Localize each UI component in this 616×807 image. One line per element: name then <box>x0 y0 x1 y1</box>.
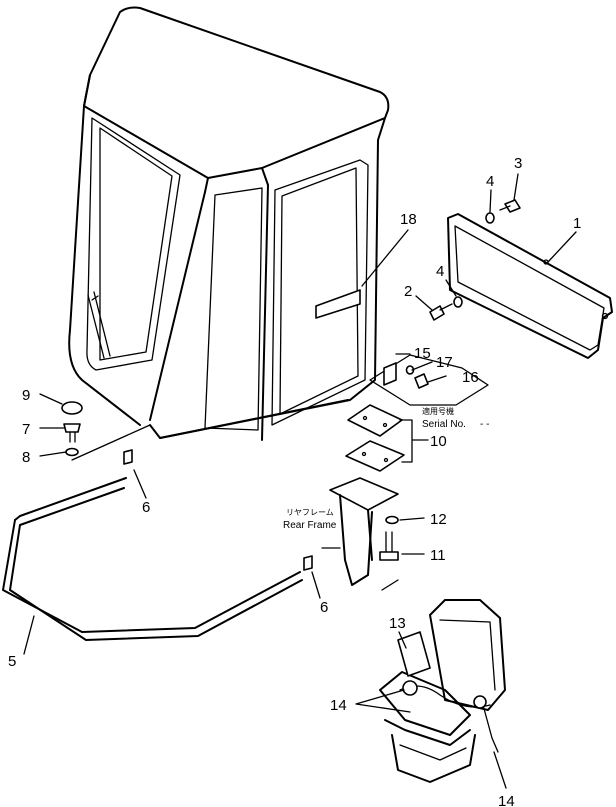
seal-strip-part-5 <box>2 477 303 641</box>
washer-part-8 <box>65 447 79 457</box>
leader-line <box>71 424 151 461</box>
serial-note-jp: 適用号機 <box>422 406 454 416</box>
callout-18: 18 <box>400 211 417 228</box>
rear-frame-en: Rear Frame <box>283 520 337 531</box>
callout-6b: 6 <box>320 599 328 616</box>
callout-4b: 4 <box>436 263 444 280</box>
bolt-part-3 <box>499 199 521 213</box>
callout-12: 12 <box>430 511 447 528</box>
callout-16: 16 <box>462 369 479 386</box>
callout-2: 2 <box>404 283 412 300</box>
leader-lines <box>23 173 577 789</box>
callout-10: 10 <box>430 433 447 450</box>
callout-5: 5 <box>8 653 16 670</box>
callout-15: 15 <box>414 345 431 362</box>
callout-7: 7 <box>22 421 30 438</box>
callout-14a: 14 <box>330 697 347 714</box>
serial-detail-box <box>369 354 489 406</box>
cap-part-9 <box>61 401 83 415</box>
callout-8: 8 <box>22 449 30 466</box>
seat-assembly <box>379 599 506 783</box>
callout-3: 3 <box>514 155 522 172</box>
callout-6a: 6 <box>142 499 150 516</box>
callout-11: 11 <box>430 547 446 564</box>
seal-piece-part-6a <box>123 449 133 465</box>
washer-part-4a <box>485 212 495 224</box>
rear-frame-jp: リヤフレーム <box>286 508 334 517</box>
bolt-part-7 <box>63 423 81 443</box>
callout-1: 1 <box>573 215 581 232</box>
callout-4a: 4 <box>486 173 494 190</box>
callout-9: 9 <box>22 387 30 404</box>
seal-piece-part-6b <box>303 555 313 571</box>
washer-part-12 <box>385 515 399 525</box>
callout-13: 13 <box>389 615 406 632</box>
plates-part-10 <box>345 404 413 472</box>
bolt-part-2 <box>429 303 453 321</box>
bolt-part-11 <box>379 531 399 561</box>
cab-body <box>68 6 390 441</box>
serial-note-dash: - - <box>480 419 489 430</box>
serial-note-en: Serial No. <box>422 419 466 430</box>
callout-17: 17 <box>436 354 453 371</box>
mount-bracket <box>321 477 399 591</box>
callout-14b: 14 <box>498 793 515 807</box>
rear-panel-part-1 <box>447 213 613 359</box>
washer-part-4b <box>453 296 463 308</box>
